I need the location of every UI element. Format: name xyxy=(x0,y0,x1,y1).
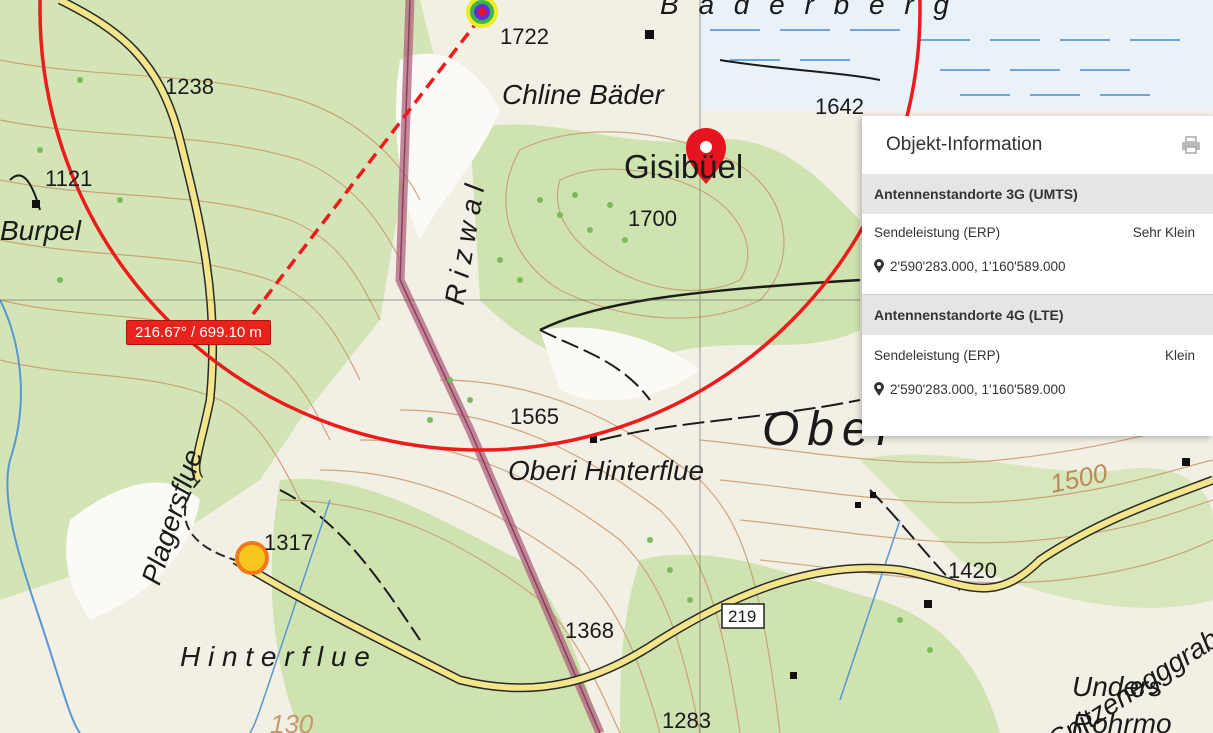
section-heading[interactable]: Antennenstandorte 4G (LTE) xyxy=(862,295,1213,335)
attribute-label: Sendeleistung (ERP) xyxy=(874,347,1001,363)
location-marker-icon xyxy=(874,382,884,396)
coordinate-grid xyxy=(0,0,860,733)
contour-lines xyxy=(0,59,1213,733)
panel-header: Objekt-Information xyxy=(862,116,1213,174)
coordinate-row[interactable]: 2'590'283.000, 1'160'589.000 xyxy=(862,373,1213,405)
section-divider xyxy=(862,294,1213,295)
main-road xyxy=(57,0,1213,693)
label-elev-1121: 1121 xyxy=(45,166,92,191)
attribute-label: Sendeleistung (ERP) xyxy=(874,224,1001,240)
attribute-value: Sehr Klein xyxy=(1132,224,1195,240)
label-elev-1283: 1283 xyxy=(662,708,711,733)
label-elev-1722: 1722 xyxy=(500,24,549,49)
buildings xyxy=(32,30,1190,679)
label-elev-1317: 1317 xyxy=(264,530,313,555)
label-gisibuel: Gisibüel xyxy=(624,148,743,185)
measure-circle xyxy=(38,0,922,452)
coordinates-text: 2'590'283.000, 1'160'589.000 xyxy=(890,258,1066,274)
label-elev-1565: 1565 xyxy=(510,404,559,429)
label-elev-1700: 1700 xyxy=(628,206,677,231)
label-hinterflue: H i n t e r f l u e xyxy=(180,641,370,672)
rock-areas xyxy=(66,53,700,620)
coordinates-text: 2'590'283.000, 1'160'589.000 xyxy=(890,381,1066,397)
wetland-area xyxy=(700,0,1213,110)
panel-title: Objekt-Information xyxy=(886,134,1043,155)
attribute-row: Sendeleistung (ERP) Sehr Klein xyxy=(862,214,1213,250)
position-marker[interactable] xyxy=(235,541,269,575)
label-unders: Unders xyxy=(1072,671,1162,702)
location-marker-icon xyxy=(874,259,884,273)
label-top-spaced: B ä d e r b e r g xyxy=(660,0,955,20)
label-oberi-hinterflue: Oberi Hinterflue xyxy=(508,455,704,486)
object-information-panel: Objekt-Information Antennenstandorte 3G … xyxy=(862,116,1213,436)
antenna-cluster-marker[interactable] xyxy=(466,0,498,28)
label-road-219: 219 xyxy=(728,607,756,626)
label-elev-1420: 1420 xyxy=(948,558,997,583)
label-chline-bader: Chline Bäder xyxy=(502,79,666,110)
info-section-3g: Antennenstandorte 3G (UMTS) Sendeleistun… xyxy=(862,174,1213,282)
road-number-badge: 219 xyxy=(721,603,765,629)
tree-dots xyxy=(37,77,933,653)
print-icon[interactable] xyxy=(1181,136,1201,154)
section-heading[interactable]: Antennenstandorte 3G (UMTS) xyxy=(862,174,1213,214)
attribute-row: Sendeleistung (ERP) Klein xyxy=(862,337,1213,373)
coordinate-row[interactable]: 2'590'283.000, 1'160'589.000 xyxy=(862,250,1213,282)
label-contour-130: 130 xyxy=(270,709,314,733)
label-rohrmo: Rohrmo xyxy=(1072,708,1172,733)
measurement-label: 216.67° / 699.10 m xyxy=(126,320,271,345)
measure-line xyxy=(248,16,482,320)
info-section-4g: Antennenstandorte 4G (LTE) Sendeleistung… xyxy=(862,295,1213,405)
label-burpel: Burpel xyxy=(0,215,82,246)
attribute-value: Klein xyxy=(1164,347,1195,363)
label-elev-1238: 1238 xyxy=(165,74,214,99)
label-elev-1368: 1368 xyxy=(565,618,614,643)
streams xyxy=(0,299,901,733)
label-elev-1642: 1642 xyxy=(815,94,864,119)
map-pin-icon[interactable] xyxy=(686,128,726,184)
